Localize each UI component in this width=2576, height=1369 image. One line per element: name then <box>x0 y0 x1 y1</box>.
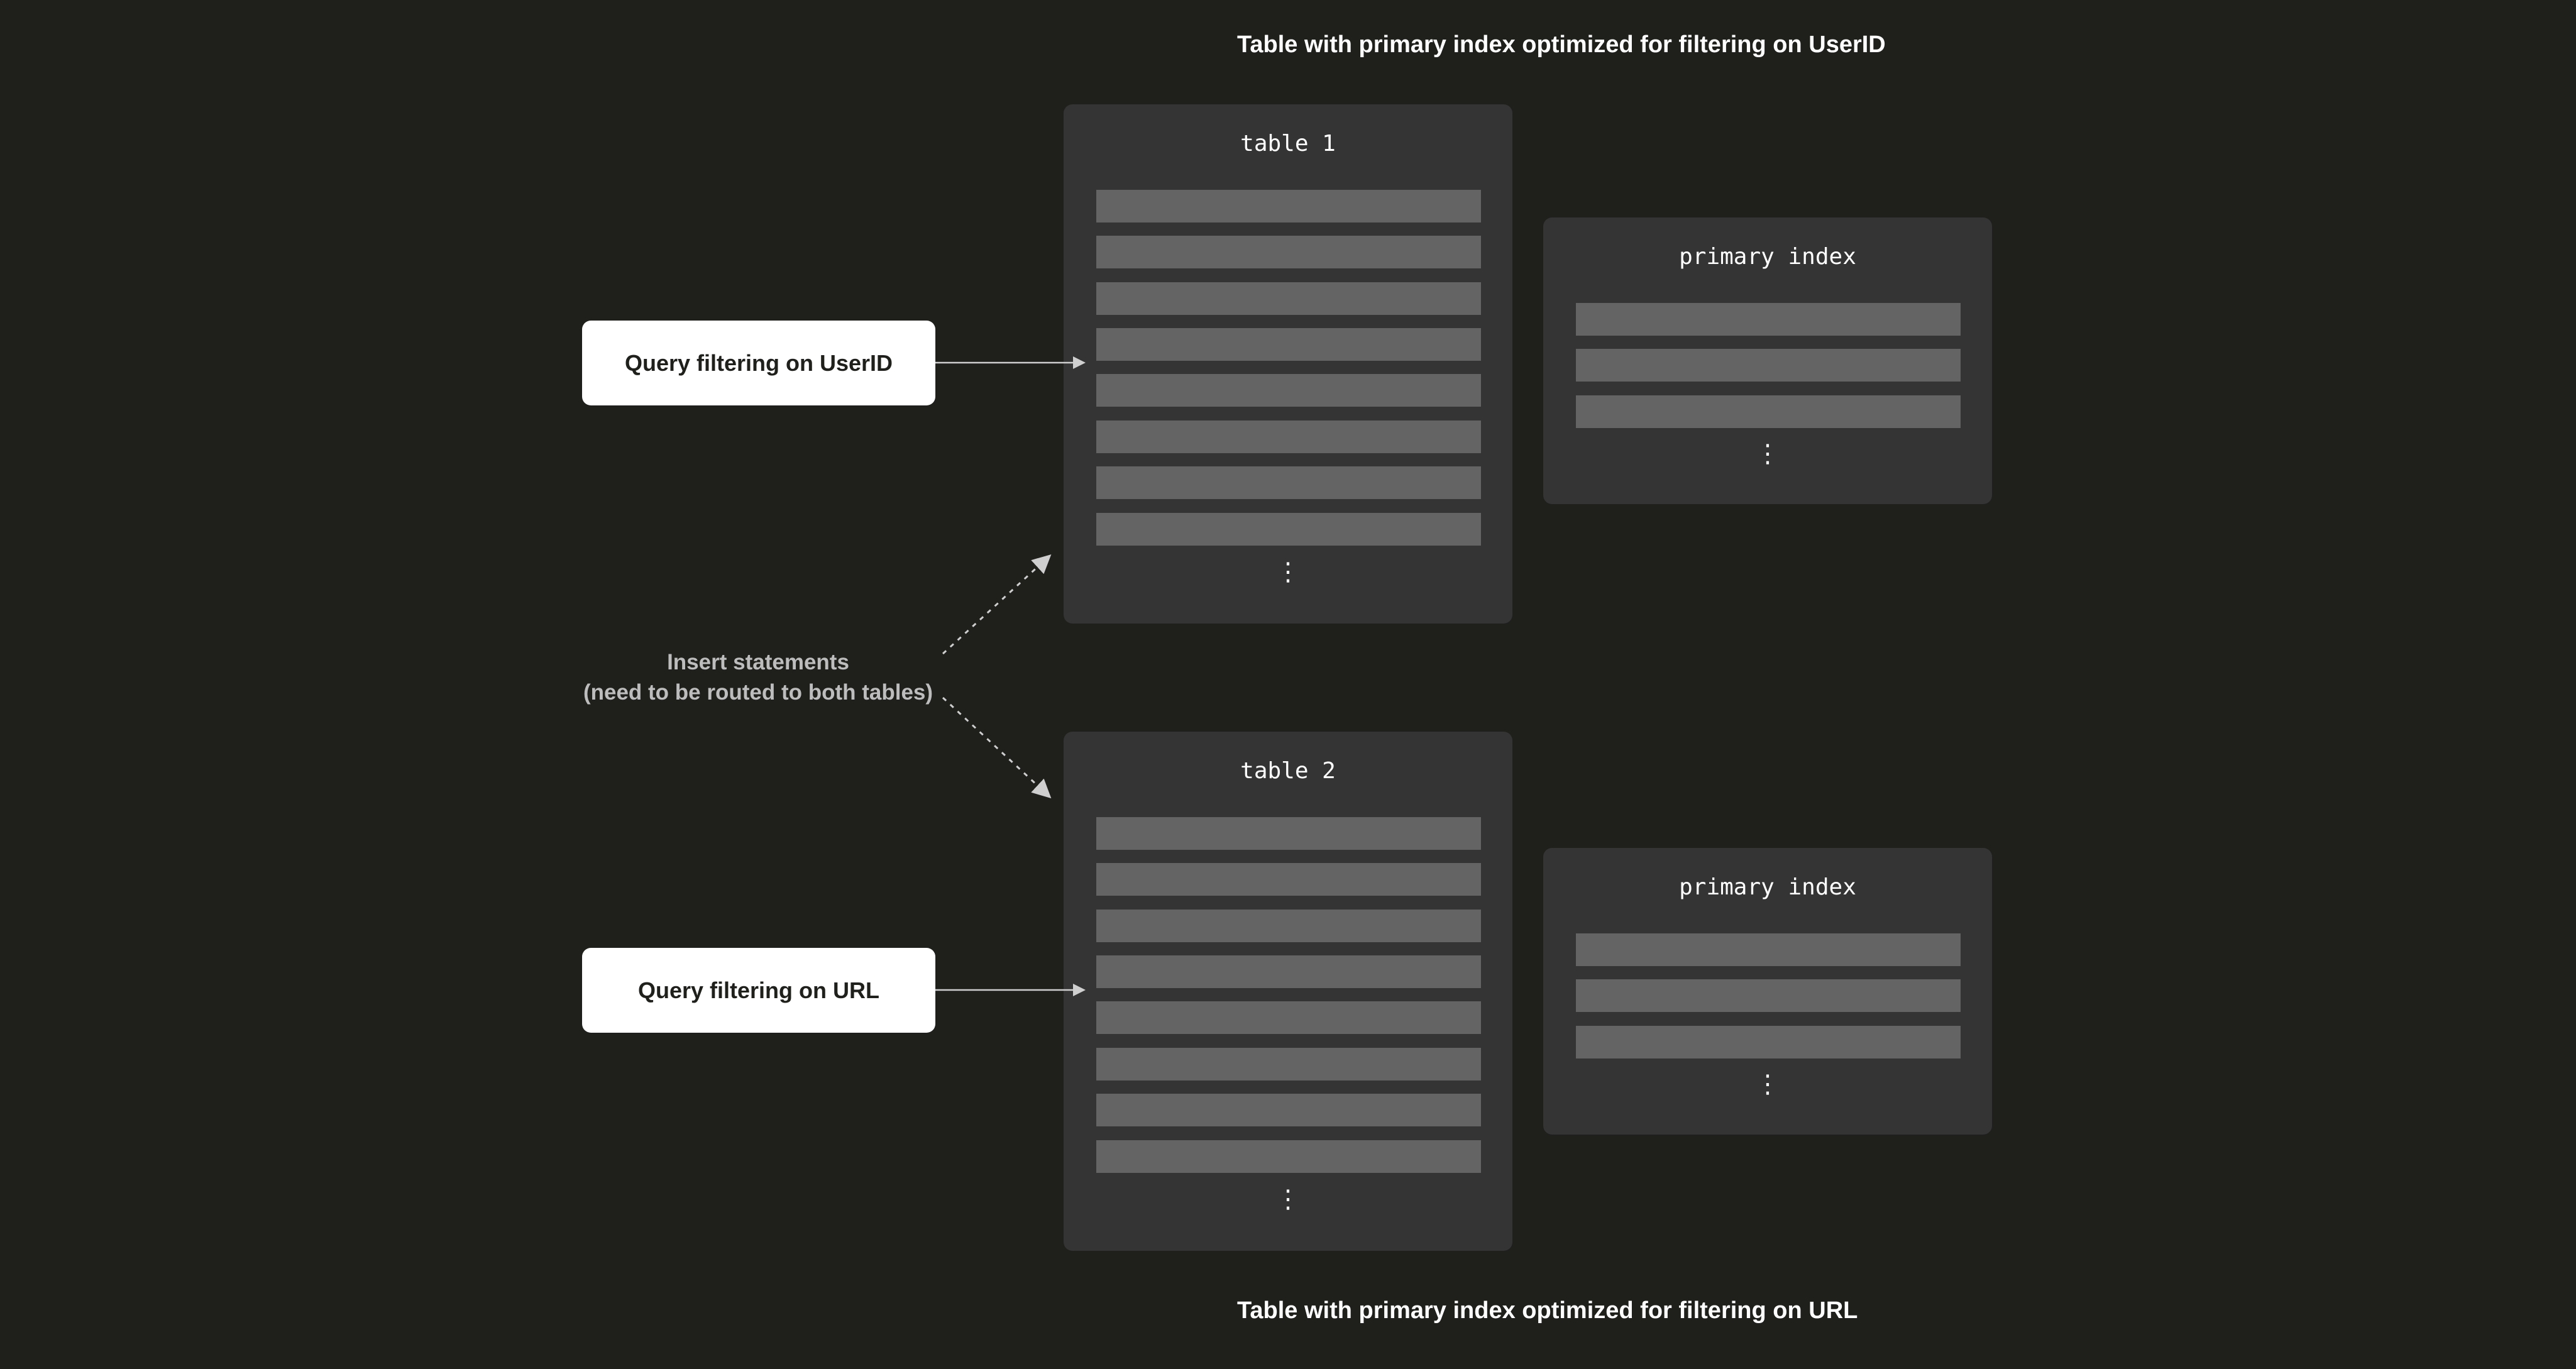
insert-line-2: (need to be routed to both tables) <box>583 680 933 705</box>
primary-index-2-panel: primary index ⋮ <box>1543 848 1992 1135</box>
table-row <box>1096 466 1481 499</box>
index-row <box>1576 1026 1961 1058</box>
table-row <box>1096 1094 1481 1126</box>
table-row <box>1096 513 1481 546</box>
table-row <box>1096 1140 1481 1173</box>
primary-index-1-ellipsis: ⋮ <box>1755 440 1780 468</box>
table-row <box>1096 421 1481 453</box>
index-row <box>1576 303 1961 336</box>
bottom-caption: Table with primary index optimized for f… <box>1237 1297 1858 1324</box>
arrow-insert-to-table-1 <box>942 554 1052 655</box>
table-row <box>1096 910 1481 942</box>
table-1-ellipsis: ⋮ <box>1275 558 1301 586</box>
index-row <box>1576 349 1961 382</box>
insert-statements-label: Insert statements (need to be routed to … <box>566 647 950 708</box>
query-userid-box: Query filtering on UserID <box>582 321 935 405</box>
index-row <box>1576 979 1961 1012</box>
table-row <box>1096 817 1481 850</box>
table-2-title: table 2 <box>1240 758 1336 784</box>
primary-index-2-ellipsis: ⋮ <box>1755 1070 1780 1098</box>
table-row <box>1096 328 1481 361</box>
arrow-insert-to-table-2 <box>942 696 1052 799</box>
index-row <box>1576 933 1961 966</box>
table-row <box>1096 282 1481 315</box>
table-row <box>1096 236 1481 268</box>
query-url-box: Query filtering on URL <box>582 948 935 1033</box>
table-2-ellipsis: ⋮ <box>1275 1185 1301 1213</box>
primary-index-1-title: primary index <box>1679 244 1856 270</box>
table-row <box>1096 1001 1481 1034</box>
table-row <box>1096 955 1481 988</box>
primary-index-2-title: primary index <box>1679 874 1856 900</box>
table-row <box>1096 374 1481 407</box>
table-row <box>1096 863 1481 896</box>
table-1-title: table 1 <box>1240 131 1336 157</box>
index-row <box>1576 395 1961 428</box>
primary-index-1-panel: primary index ⋮ <box>1543 217 1992 504</box>
table-row <box>1096 1048 1481 1080</box>
insert-line-1: Insert statements <box>667 650 849 674</box>
table-row <box>1096 190 1481 223</box>
table-1-panel: table 1 ⋮ <box>1064 104 1512 624</box>
table-2-panel: table 2 ⋮ <box>1064 732 1512 1251</box>
query-url-label: Query filtering on URL <box>637 977 879 1003</box>
query-userid-label: Query filtering on UserID <box>624 349 893 376</box>
top-caption: Table with primary index optimized for f… <box>1237 31 1886 58</box>
